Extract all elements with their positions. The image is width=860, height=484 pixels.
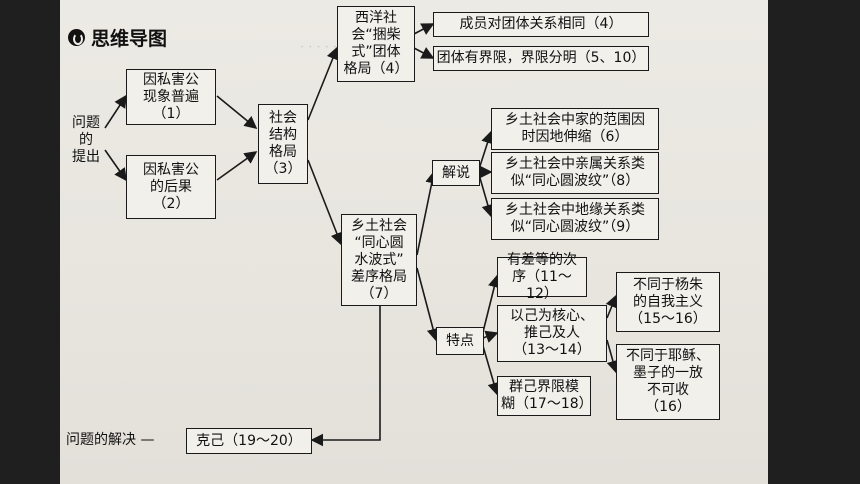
node-structure: 社会 结构 格局 （3） <box>258 104 308 184</box>
node-feature-2a: 不同于杨朱 的自我主义 （15～16） <box>616 272 720 332</box>
mindmap-icon <box>68 29 85 46</box>
node-cause: 因私害公 现象普遍 （1） <box>126 69 216 125</box>
node-feature-2: 以己为核心、 推己及人 （13～14） <box>497 305 607 362</box>
node-solution: 克己（19～20） <box>186 428 312 454</box>
page-title: 思维导图 <box>68 24 167 51</box>
solution-label: 问题的解决 — <box>66 432 155 448</box>
node-explain-2: 乡土社会中亲属关系类 似“同心圆波纹”（8） <box>491 152 659 194</box>
node-explain-3: 乡土社会中地缘关系类 似“同心圆波纹”（9） <box>491 198 659 240</box>
title-text: 思维导图 <box>91 28 168 50</box>
node-western-2: 团体有界限，界限分明（5、10） <box>433 46 649 71</box>
node-explain: 解说 <box>432 160 480 186</box>
node-feature-3: 群己界限模 糊（17～18） <box>497 376 593 416</box>
node-western: 西洋社 会“捆柴 式”团体 格局（4） <box>337 6 415 82</box>
node-feature-2b: 不同于耶稣、 墨子的一放 不可收 （16） <box>616 344 720 420</box>
node-feature-1: 有差等的次 序（11～12） <box>497 252 587 302</box>
node-western-1: 成员对团体关系相同（4） <box>433 12 649 37</box>
node-rural: 乡土社会 “同心圆 水波式” 差序格局 （7） <box>341 214 417 306</box>
node-explain-1: 乡土社会中家的范围因 时因地伸缩（6） <box>491 108 659 150</box>
node-feature: 特点 <box>436 327 484 355</box>
node-question: 问题 的 提出 <box>72 115 100 165</box>
node-consequence: 因私害公 的后果 （2） <box>126 155 216 219</box>
